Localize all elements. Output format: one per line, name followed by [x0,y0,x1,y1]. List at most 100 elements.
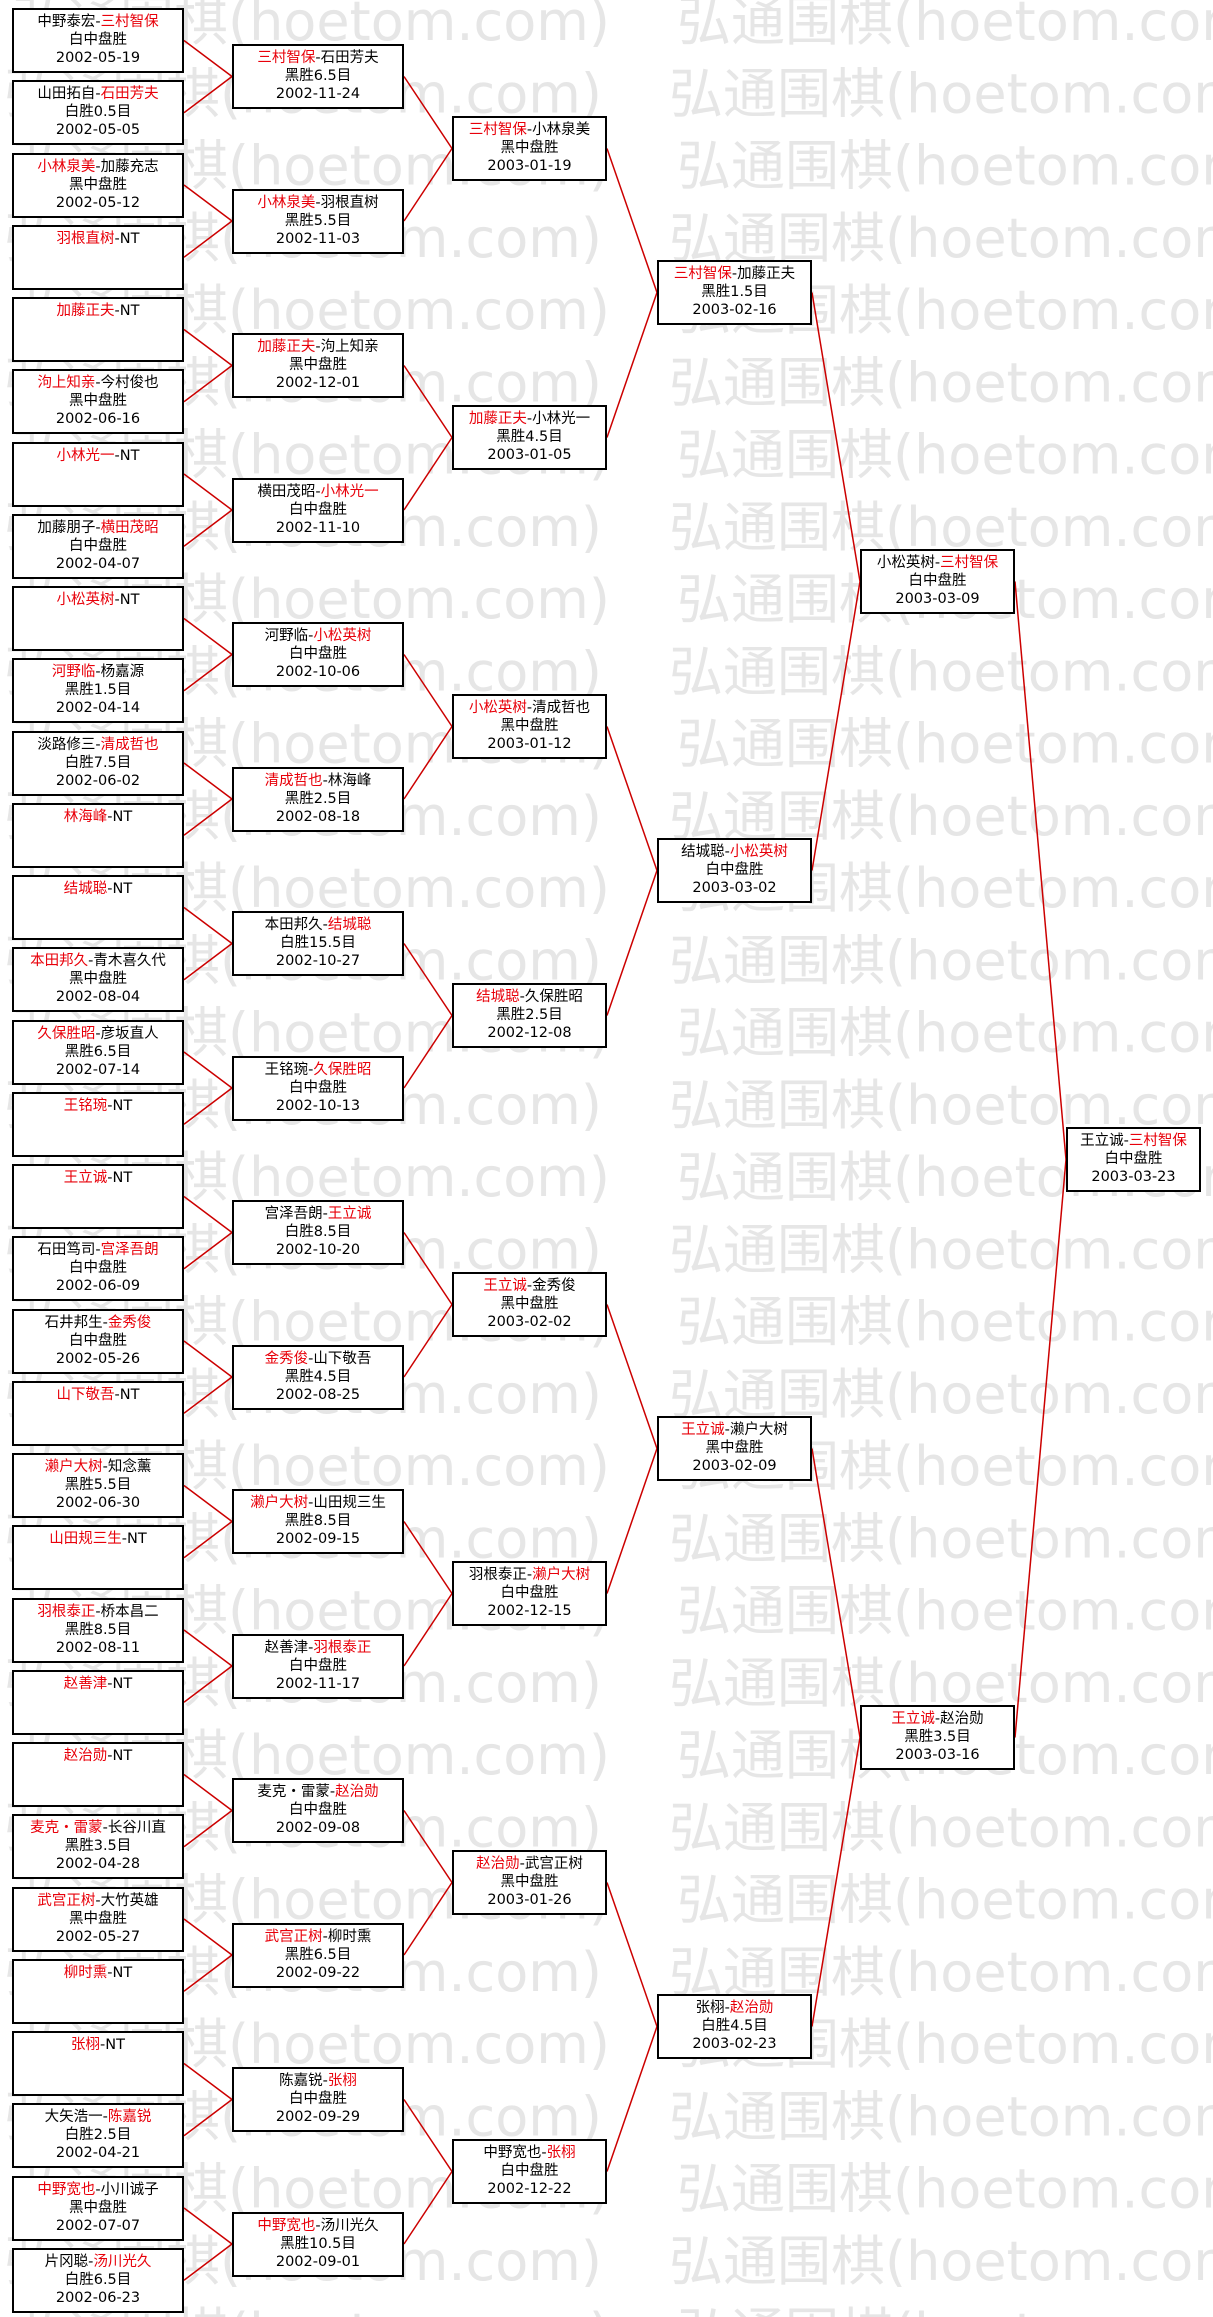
match-result: 黑胜8.5目 [284,1513,352,1529]
player-separator: - [322,1206,328,1222]
match-result: 白胜6.5目 [64,2272,132,2288]
player-two: 加藤正夫 [737,266,796,282]
player-separator: - [322,1929,328,1945]
match-result: 黑胜3.5目 [64,1838,132,1854]
match-result: 黑中盘胜 [289,357,347,373]
match-players: 加藤朋子-横田茂昭 [14,519,182,537]
match-date: 2002-11-17 [275,1676,361,1692]
match-result: 黑胜1.5目 [701,284,768,300]
match-box: 王立诚-NT [12,1164,184,1229]
match-date: 2002-08-11 [55,1640,141,1656]
player-one: 加藤正夫 [56,303,115,319]
player-one: 赵治勋 [63,1748,108,1764]
match-players: 三村智保-小林泉美 [454,121,605,139]
player-two: 石田芳夫 [100,86,159,102]
player-separator: - [322,773,328,789]
match-date: 2002-06-09 [55,1278,141,1294]
player-one: 山下敬吾 [56,1387,115,1403]
player-one: 赵善津 [63,1676,108,1692]
player-separator: - [107,1676,113,1692]
match-players: 结城聪-NT [14,880,182,898]
player-one: 清成哲也 [264,773,323,789]
player-one: 濑户大树 [44,1459,103,1475]
match-result: 黑胜6.5目 [284,68,352,84]
player-one: 小松英树 [468,700,527,716]
player-separator: - [95,1026,101,1042]
match-result: 白中盘胜 [1104,1151,1163,1167]
player-separator: - [526,1278,533,1294]
match-players: 中野宽也-小川诚子 [14,2181,182,2199]
match-date: 2003-02-16 [692,302,777,318]
player-two: 小林泉美 [532,122,591,138]
player-one: 淡路修三 [37,737,96,753]
match-players: 大矢浩一-陈嘉锐 [14,2108,182,2126]
player-separator: - [724,844,730,860]
player-two: 小松英树 [729,844,788,860]
player-two: NT [112,1098,133,1114]
player-separator: - [724,1422,730,1438]
match-players: 中野泰宏-三村智保 [14,13,182,31]
match-players: 赵治勋-NT [14,1747,182,1765]
player-separator: - [95,2182,101,2198]
match-players: 结城聪-久保胜昭 [454,988,605,1006]
match-date: 2002-05-12 [55,195,141,211]
player-one: 加藤正夫 [257,339,316,355]
player-one: 麦克・雷蒙 [257,1784,330,1800]
match-players: 张栩-赵治勋 [659,1999,810,2017]
player-one: 石井邦生 [44,1315,103,1331]
player-two: 彦坂直人 [100,1026,159,1042]
match-players: 山田拓自-石田芳夫 [14,85,182,103]
match-players: 小松英树-NT [14,591,182,609]
player-separator: - [88,953,94,969]
player-two: 三村智保 [940,555,999,571]
player-one: 大矢浩一 [44,2109,103,2125]
player-separator: - [526,411,533,427]
match-players: 柳时熏-NT [14,1964,182,1982]
match-result: 黑中盘胜 [69,1911,127,1927]
match-date: 2002-04-07 [55,556,141,572]
match-box: 赵善津-NT [12,1670,184,1735]
match-players: 石井邦生-金秀俊 [14,1314,182,1332]
player-separator: - [102,1820,108,1836]
match-date: 2002-04-14 [55,700,141,716]
match-date: 2002-05-05 [55,122,141,138]
match-result: 白胜2.5目 [64,2127,132,2143]
match-result: 白胜4.5目 [701,2018,768,2034]
player-one: 石田笃司 [37,1242,96,1258]
player-separator: - [315,50,321,66]
player-two: NT [127,1531,147,1547]
match-result: 白中盘胜 [500,1585,559,1601]
match-box: 结城聪-NT [12,875,184,940]
match-result: 白中盘胜 [289,1080,347,1096]
player-two: 林海峰 [327,773,372,789]
match-date: 2002-08-04 [55,989,141,1005]
match-result: 白胜15.5目 [280,935,356,951]
player-one: 中野宽也 [257,2218,316,2234]
player-one: 泃上知亲 [37,375,96,391]
player-two: 青木喜久代 [93,953,166,969]
player-one: 赵治勋 [476,1856,520,1872]
player-two: NT [119,448,140,464]
player-two: 泃上知亲 [320,339,379,355]
player-two: 山田规三生 [313,1495,386,1511]
match-date: 2003-03-16 [895,1747,980,1763]
player-two: NT [105,2037,125,2053]
match-date: 2002-12-22 [487,2181,572,2197]
match-players: 麦克・雷蒙-赵治勋 [234,1783,402,1801]
player-separator: - [308,1495,314,1511]
match-players: 久保胜昭-彦坂直人 [14,1025,182,1043]
player-one: 片冈聪 [44,2254,89,2270]
match-result: 白中盘胜 [69,32,127,48]
player-separator: - [329,1784,336,1800]
match-players: 濑户大树-山田规三生 [234,1494,402,1512]
